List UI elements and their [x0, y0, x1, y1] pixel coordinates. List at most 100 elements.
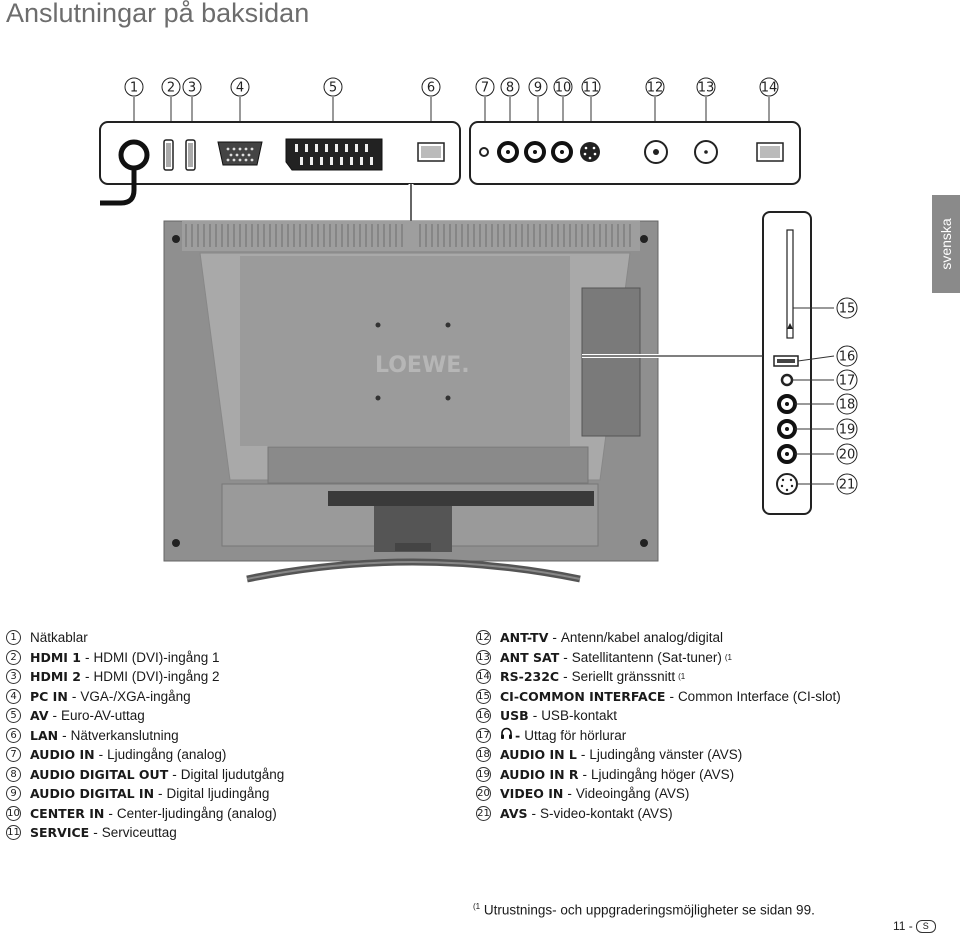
legend-name: CI-COMMON INTERFACE [500, 688, 666, 704]
headphone-icon [500, 726, 513, 746]
connector-panel-right [469, 121, 801, 185]
legend-description: USB-kontakt [541, 708, 617, 723]
legend-number: 3 [6, 669, 21, 685]
legend-description: Nätkablar [30, 630, 88, 645]
callout-17 [836, 369, 858, 391]
legend-number: 16 [476, 708, 491, 724]
legend-footnote-mark: (1 [678, 672, 686, 681]
callout-4 [230, 77, 250, 97]
legend-description: HDMI (DVI)-ingång 2 [93, 669, 220, 684]
callout-2 [161, 77, 181, 97]
callout-6 [421, 77, 441, 97]
legend-item-17: 17-Uttag för hörlurar [476, 726, 841, 746]
callout-label-6: 6 [427, 81, 435, 96]
callout-3 [182, 77, 202, 97]
callout-21 [836, 473, 858, 495]
callout-label-10: 10 [555, 81, 572, 96]
legend-number: 12 [476, 630, 491, 646]
legend-name: LAN [30, 727, 59, 743]
callout-11 [581, 77, 601, 97]
callout-label-2: 2 [167, 81, 175, 96]
side-callouts: 15 16 17 18 19 20 21 [836, 297, 858, 495]
callout-10 [553, 77, 573, 97]
callout-7 [475, 77, 495, 97]
legend-number: 21 [476, 805, 491, 821]
legend-number: 19 [476, 766, 491, 782]
callout-label-14: 14 [761, 81, 778, 96]
callout-14 [759, 77, 779, 97]
legend-description: Ljudingång (analog) [107, 747, 227, 762]
callout-label-21: 21 [839, 478, 856, 493]
legend-name: CENTER IN [30, 805, 105, 821]
callout-label-13: 13 [698, 81, 715, 96]
legend-number: 4 [6, 688, 21, 704]
legend-description: Digital ljudingång [166, 786, 270, 801]
legend-name: HDMI 1 [30, 649, 81, 665]
callout-label-16: 16 [839, 350, 856, 365]
callout-label-11: 11 [583, 81, 600, 96]
callout-label-20: 20 [839, 448, 856, 463]
legend-description: Ljudingång vänster (AVS) [589, 747, 743, 762]
legend-description: HDMI (DVI)-ingång 1 [93, 649, 220, 665]
legend-name: RS-232C [500, 669, 560, 684]
callout-12 [645, 77, 665, 97]
brand-logo: LOEWE. [375, 353, 470, 378]
legend-number: 14 [476, 669, 491, 685]
legend-description: Common Interface (CI-slot) [677, 688, 841, 704]
callout-label-18: 18 [839, 398, 856, 413]
callout-label-19: 19 [839, 423, 856, 438]
legend-name: VIDEO IN [500, 786, 564, 801]
legend-description: VGA-/XGA-ingång [80, 688, 191, 704]
legend-number: 6 [6, 727, 21, 743]
legend-number: 5 [6, 708, 21, 724]
footnote-mark: (1 [473, 902, 481, 911]
callout-label-15: 15 [839, 302, 856, 317]
legend-number: 8 [6, 766, 21, 782]
side-connector-panel [582, 211, 835, 515]
legend-name: AUDIO DIGITAL IN [30, 786, 155, 801]
callout-label-9: 9 [534, 81, 542, 96]
page-number-text: 11 - [893, 919, 913, 933]
callout-13 [696, 77, 716, 97]
legend-name: ANT-TV [500, 630, 549, 645]
legend-description: S-video-kontakt (AVS) [540, 805, 673, 821]
legend-number: 17 [476, 727, 491, 743]
callout-label-17: 17 [839, 374, 856, 389]
legend-number: 10 [6, 805, 21, 821]
callout-16 [836, 345, 858, 367]
callout-1 [124, 77, 144, 97]
callout-label-5: 5 [329, 81, 337, 96]
footnote: (1 Utrustnings- och uppgraderingsmöjligh… [473, 902, 815, 918]
legend-description: Digital ljudutgång [180, 766, 285, 782]
language-tab: svenska [932, 195, 960, 293]
callout-label-4: 4 [236, 81, 244, 96]
legend-name: AV [30, 708, 49, 723]
legend-description: Serviceuttag [101, 825, 177, 840]
language-badge: S [915, 919, 936, 933]
legend-name: USB [500, 708, 529, 723]
tv-back: LOEWE. [163, 220, 659, 583]
legend-name: AVS [500, 805, 528, 821]
callout-label-3: 3 [188, 81, 196, 96]
page-number: 11 -S [893, 919, 936, 933]
legend-description: Seriellt gränssnitt [571, 669, 676, 684]
legend-number: 15 [476, 688, 491, 704]
legend-number: 11 [6, 825, 21, 841]
legend-description: Uttag för hörlurar [524, 727, 627, 743]
callout-label-7: 7 [481, 81, 489, 96]
legend-description: Satellitantenn (Sat-tuner) [571, 649, 722, 665]
